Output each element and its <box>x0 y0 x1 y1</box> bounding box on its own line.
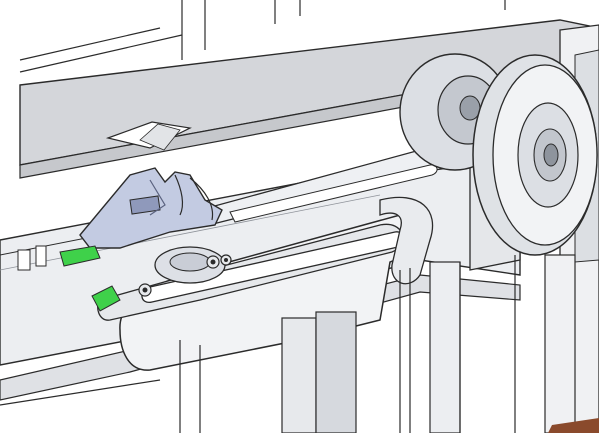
lower-columns <box>0 254 576 433</box>
screw-icon <box>138 254 232 297</box>
slider-arm <box>97 144 479 371</box>
background-frame <box>19 0 506 73</box>
indicator-tab-icon <box>59 245 121 312</box>
pulley-wheel-icon <box>472 54 598 256</box>
floor-strip <box>548 418 599 433</box>
latch-cam-icon <box>79 167 223 249</box>
